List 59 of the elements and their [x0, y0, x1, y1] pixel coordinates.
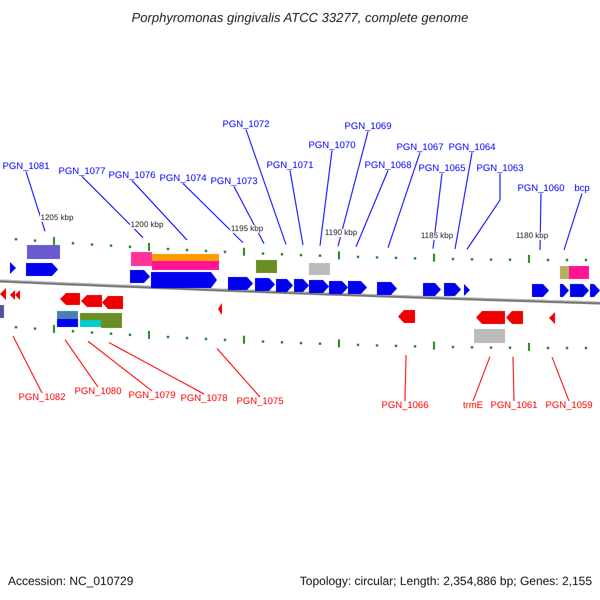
gene-label: PGN_1081 [2, 162, 50, 172]
leader-line [454, 152, 472, 250]
gene-label: PGN_1074 [159, 174, 206, 184]
leader-line [320, 150, 332, 246]
gene-label: PGN_1069 [344, 122, 392, 132]
leader-line [182, 183, 244, 244]
gene-label: PGN_1070 [308, 141, 356, 150]
gene-label: PGN_1076 [108, 171, 156, 180]
gene-label: PGN_1082 [18, 393, 66, 402]
leader-line [552, 356, 570, 402]
gene-label: PGN_1073 [210, 177, 258, 186]
leader-line [338, 131, 368, 247]
scale-label: 1190 kbp [324, 229, 358, 237]
genome-summary-text: Topology: circular; Length: 2,354,886 bp; Genes: 2,155 [300, 575, 592, 587]
gene-label: PGN_1079 [128, 391, 176, 400]
leader-line [404, 354, 406, 402]
gene-label: PGN_1080 [74, 387, 122, 396]
gene-label: PGN_1060 [517, 184, 564, 194]
leader-line [564, 193, 582, 250]
leader-line [512, 356, 514, 402]
scale-label: 1195 kbp [230, 225, 264, 233]
gene-label: PGN_1078 [180, 394, 228, 404]
gene-label: PGN_1071 [266, 161, 314, 170]
leader-line [246, 129, 286, 245]
gene-label: PGN_1065 [418, 164, 466, 174]
leader-line [132, 180, 188, 240]
gene-label: PGN_1066 [381, 401, 428, 410]
leader-line [26, 171, 46, 232]
gene-label: PGN_1075 [236, 397, 284, 406]
scale-label: 1200 kbp [130, 221, 164, 229]
accession-text: Accession: NC_010729 [8, 575, 134, 587]
scale-label: 1185 kbp [420, 232, 454, 240]
gene-label: PGN_1072 [222, 120, 270, 130]
gene-label: PGN_1059 [545, 401, 592, 410]
leader-line [540, 193, 542, 250]
leader-line [216, 348, 260, 398]
title: Porphyromonas gingivalis ATCC 33277, complete genome [132, 11, 468, 24]
gene-label: PGN_1077 [58, 167, 106, 176]
leader-line [472, 356, 490, 402]
leader-line [64, 339, 98, 388]
leader-line [388, 152, 420, 248]
leader-line [12, 336, 42, 394]
leader-line [356, 170, 388, 248]
leader-line [432, 173, 442, 250]
scale-label: 1180 kbp [514, 232, 550, 240]
leader-line [290, 170, 304, 246]
gene-label: PGN_1061 [490, 401, 538, 410]
leader-line [234, 186, 264, 244]
leader-line [82, 176, 144, 238]
gene-label: PGN_1063 [476, 164, 524, 174]
gene-label: bcp [574, 184, 590, 194]
gene-label: PGN_1064 [448, 143, 496, 152]
leader-line [108, 342, 204, 394]
gene-label: trmE [462, 401, 484, 410]
scale-label: 1205 kbp [40, 214, 74, 222]
leader-line [466, 173, 500, 250]
leader-line [88, 340, 152, 392]
gene-label: PGN_1067 [396, 143, 444, 152]
gene-label: PGN_1068 [364, 161, 412, 170]
